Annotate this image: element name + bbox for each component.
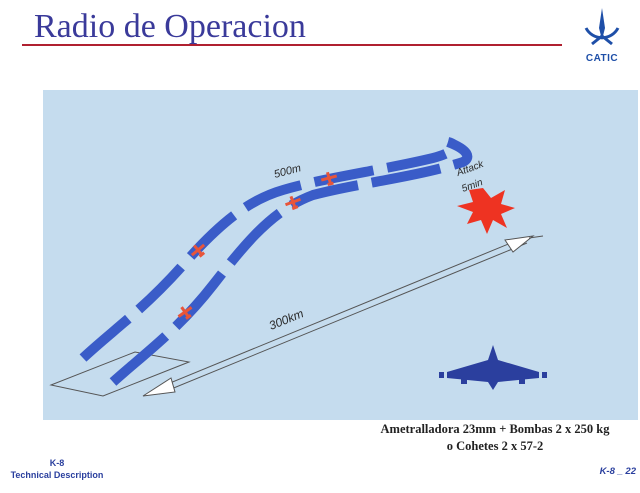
catic-logo-icon: [584, 8, 620, 46]
footer-left: K-8 Technical Description: [2, 457, 112, 481]
weapons-caption: Ametralladora 23mm + Bombas 2 x 250 kg o…: [360, 421, 630, 455]
logo-text: CATIC: [585, 53, 619, 64]
aircraft-icon-3: [284, 195, 302, 211]
distance-line: [152, 237, 524, 391]
arrow-tail: [528, 235, 544, 239]
jet-aircraft-icon: [439, 345, 547, 390]
distance-arrow-right: [504, 235, 535, 253]
footer-model: K-8: [49, 458, 65, 468]
diagram-canvas: 500m Attack 5min 300km: [49, 137, 547, 397]
flight-track-outbound: [79, 137, 460, 362]
distance-line-2: [158, 242, 528, 395]
caption-line-1: Ametralladora 23mm + Bombas 2 x 250 kg: [380, 422, 610, 436]
aircraft-icon-1: [177, 306, 193, 320]
ground-area: [49, 351, 191, 397]
aircraft-icon-4: [320, 171, 338, 187]
attack-star: [457, 188, 515, 234]
title-underline: [22, 44, 562, 46]
slide-title: Radio de Operacion: [34, 8, 306, 45]
aircraft-icon-2: [190, 243, 206, 258]
caption-line-2: o Cohetes 2 x 57-2: [446, 439, 544, 453]
label-300km: 300km: [267, 306, 306, 332]
distance-arrow-left: [142, 377, 176, 397]
flight-track-return: [109, 137, 473, 386]
footer-doc-type: Technical Description: [10, 470, 104, 480]
label-500m: 500m: [273, 162, 303, 181]
operation-radius-diagram: 500m Attack 5min 300km: [43, 90, 638, 420]
page-number: K-8 _ 22: [599, 466, 636, 477]
